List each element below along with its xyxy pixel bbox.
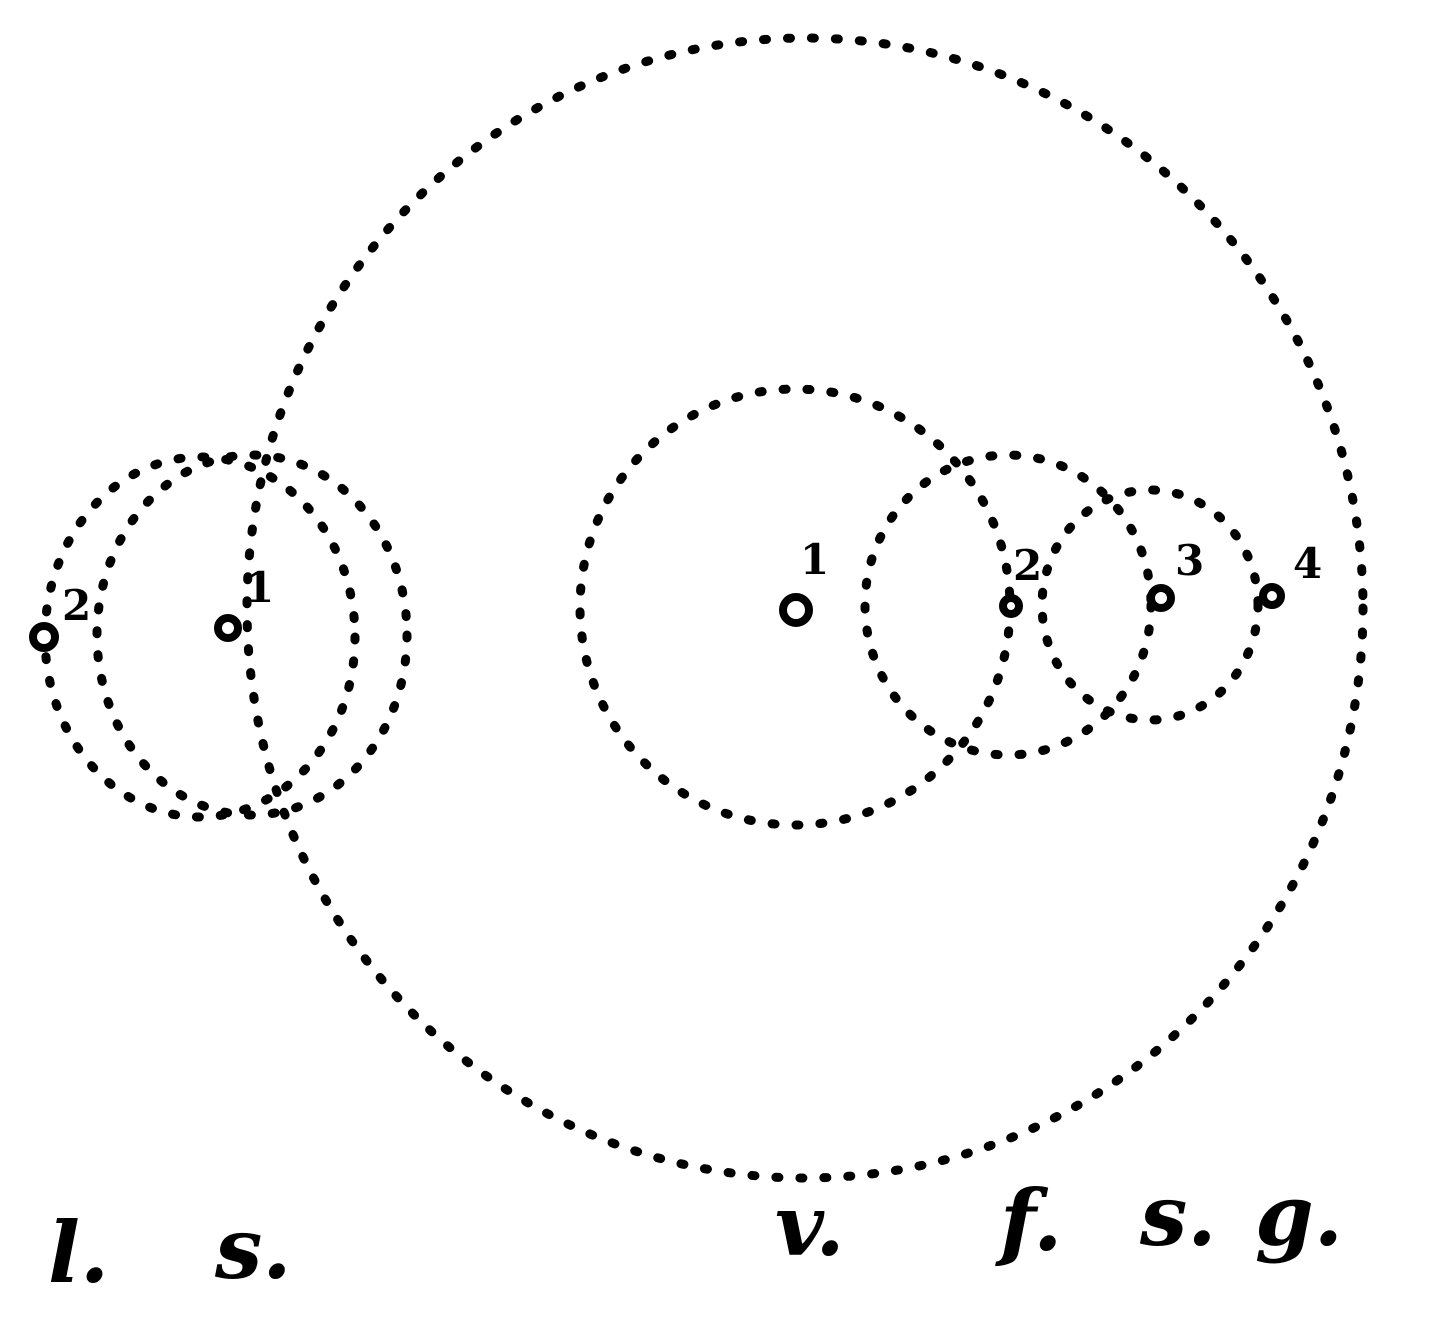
point-vfsg-3 xyxy=(1147,584,1175,612)
right-circle-point-3 xyxy=(1037,485,1263,725)
right-group-points: 1 2 3 4 xyxy=(779,535,1322,627)
point-ls-1 xyxy=(214,614,242,642)
point-ls-2 xyxy=(29,622,59,652)
left-group-points: 1 2 xyxy=(29,563,274,652)
label-vfsg-2: 2 xyxy=(1013,541,1042,590)
caption-right-fourth: g. xyxy=(1255,1166,1343,1265)
caption-left-second: s. xyxy=(214,1199,292,1298)
caption-left-first: l. xyxy=(48,1203,109,1302)
caption-right-first: v. xyxy=(775,1176,845,1275)
left-circle-point-2 xyxy=(40,452,360,822)
label-vfsg-1: 1 xyxy=(800,535,829,584)
point-vfsg-4 xyxy=(1259,583,1285,609)
label-ls-2: 2 xyxy=(62,581,91,630)
point-vfsg-1 xyxy=(779,593,813,627)
point-vfsg-2 xyxy=(999,594,1023,618)
captions: l. s. v. f. s. g. xyxy=(48,1166,1343,1302)
left-circle-point-1 xyxy=(92,450,412,820)
caption-right-third: s. xyxy=(1139,1166,1217,1265)
outer-large-circle xyxy=(242,33,1368,1183)
label-vfsg-4: 4 xyxy=(1293,539,1322,588)
label-vfsg-3: 3 xyxy=(1175,536,1204,585)
label-ls-1: 1 xyxy=(245,563,274,612)
caption-right-second: f. xyxy=(995,1171,1062,1270)
